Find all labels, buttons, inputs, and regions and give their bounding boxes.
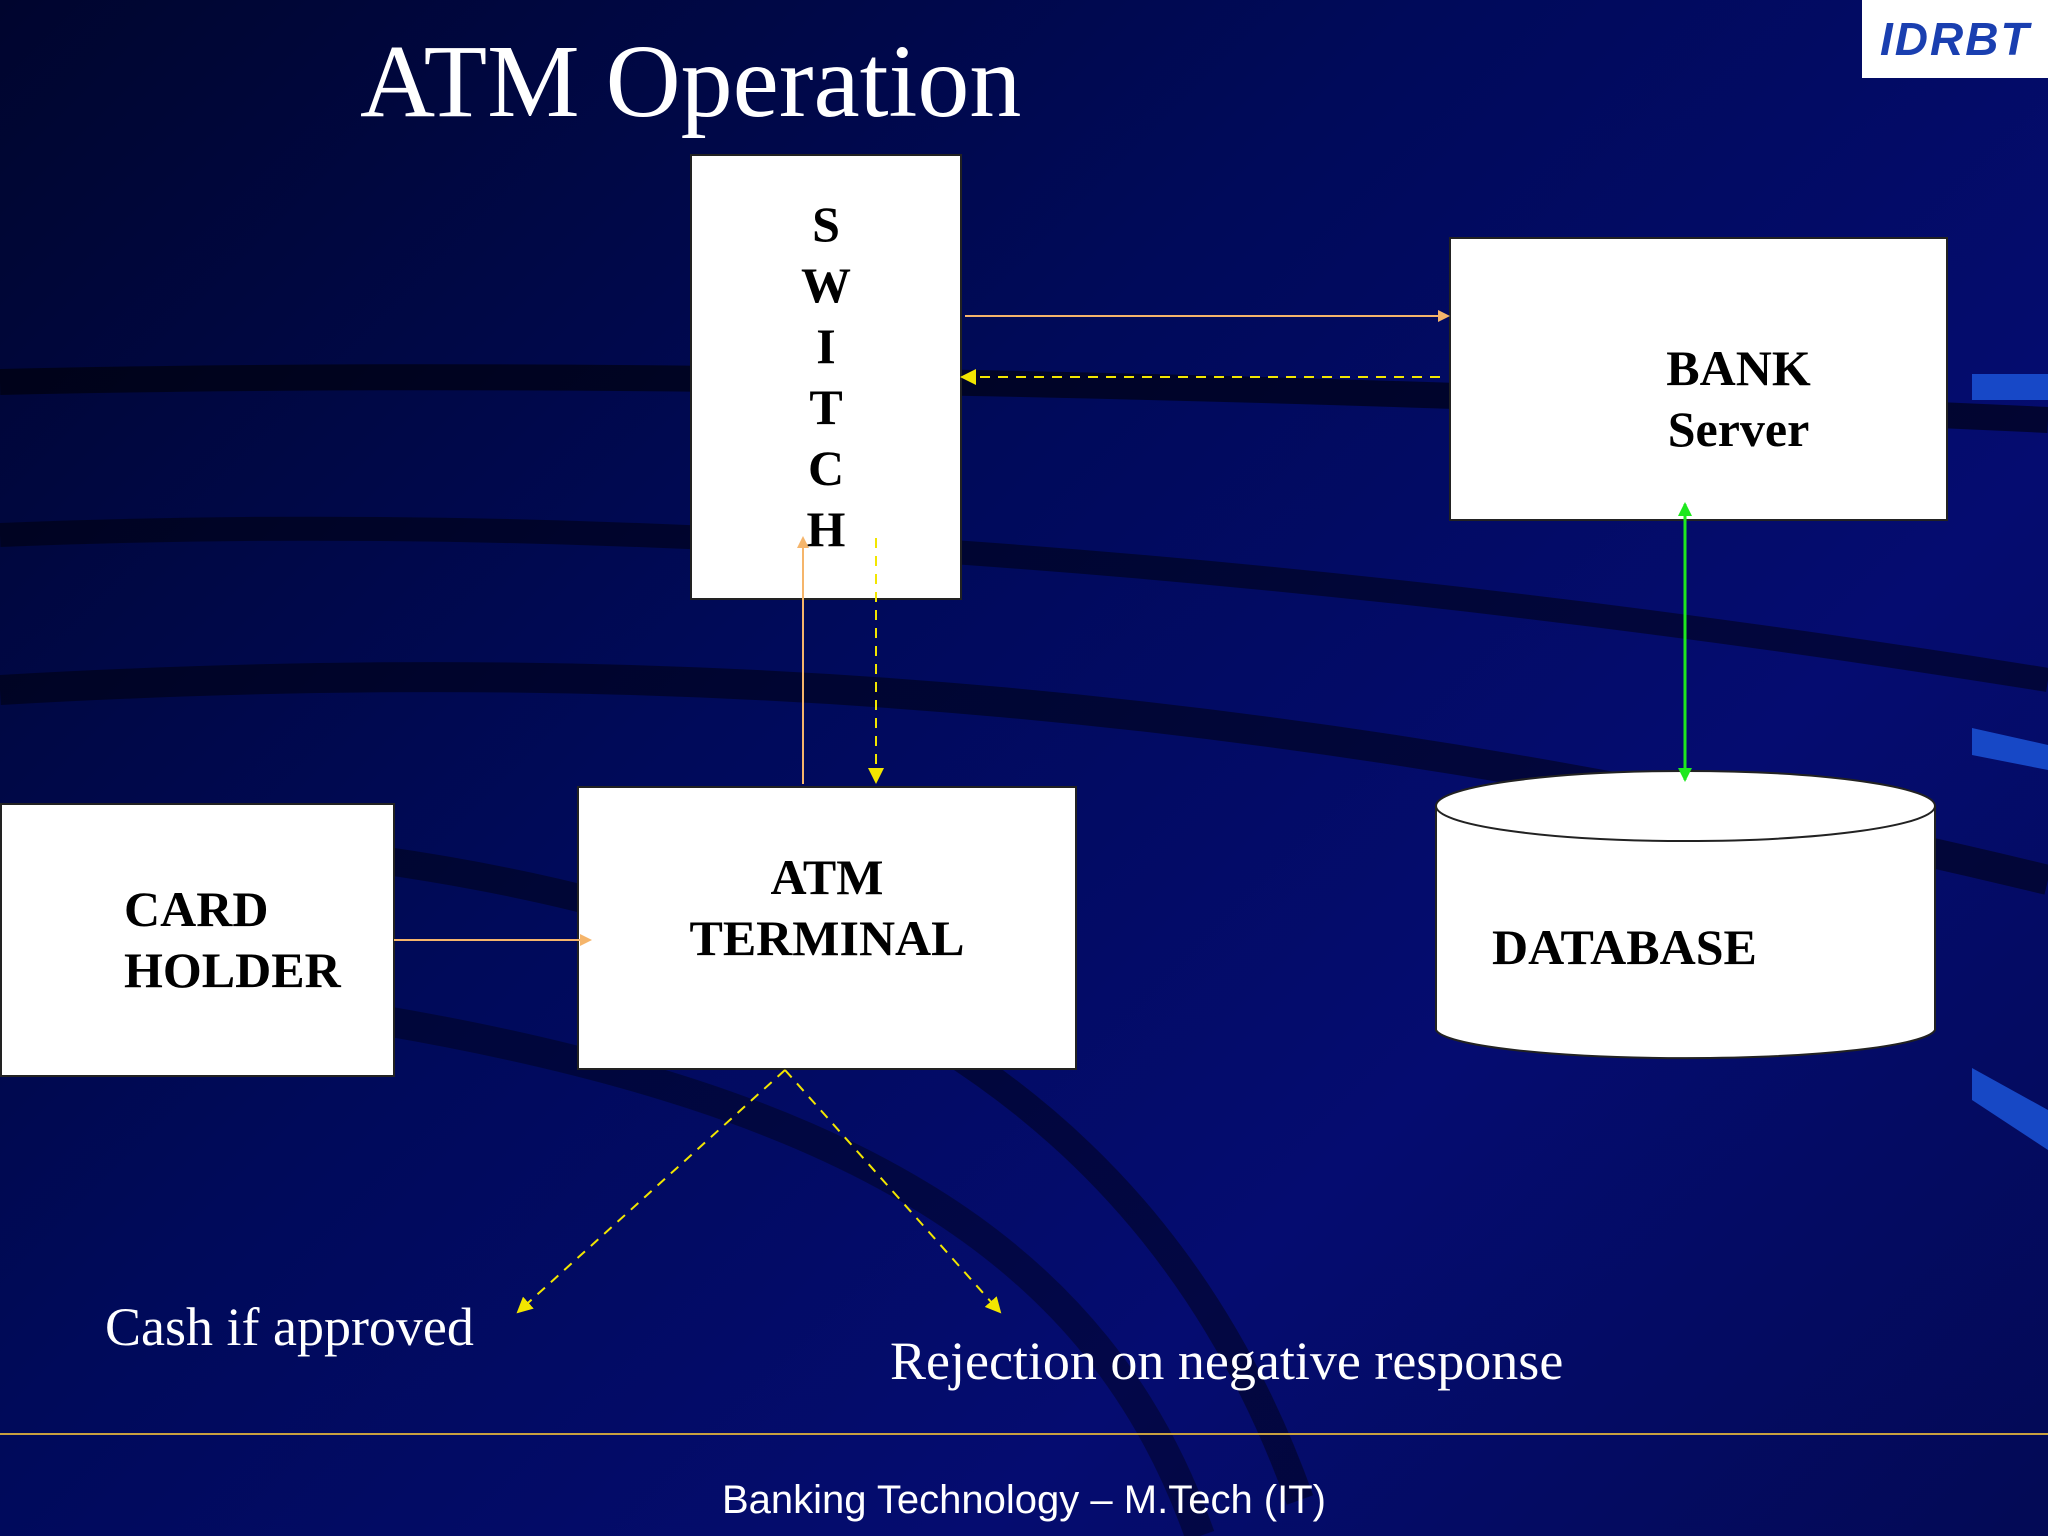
switch-letter: C (807, 440, 845, 496)
logo-text: IDRBT (1880, 13, 2031, 65)
atm-terminal-node: ATM TERMINAL (577, 786, 1077, 1070)
bank-server-label-line1: BANK (1666, 340, 1811, 396)
database-node (1435, 770, 1936, 1060)
idrbt-logo: IDRBT (1862, 0, 2048, 78)
switch-letter: S (812, 196, 840, 252)
switch-letter: I (816, 318, 836, 374)
switch-letter: H (806, 501, 846, 557)
switch-letter: W (801, 257, 851, 313)
footer-text: Banking Technology – M.Tech (IT) (721, 1478, 1326, 1522)
bank-server-label-line2: Server (1667, 401, 1810, 457)
atm-to-cash-arrow (516, 1069, 786, 1314)
caption-rejection: Rejection on negative response (890, 1331, 1564, 1391)
database-label: DATABASE (1492, 919, 1757, 975)
card-holder-label-line1: CARD (124, 881, 269, 937)
atm-terminal-label-line1: ATM (770, 849, 884, 905)
card-holder-label-line2: HOLDER (124, 942, 341, 998)
atm-terminal-label-line2: TERMINAL (689, 910, 965, 966)
card-holder-node: CARD HOLDER (0, 803, 395, 1077)
bank-server-node: BANK Server (1449, 237, 1948, 521)
switch-letter: T (809, 379, 843, 435)
caption-cash-approved: Cash if approved (105, 1297, 474, 1357)
switch-node: S W I T C H (690, 154, 962, 600)
slide-title: ATM Operation (360, 24, 1022, 139)
atm-to-rejection-arrow (784, 1069, 1002, 1314)
